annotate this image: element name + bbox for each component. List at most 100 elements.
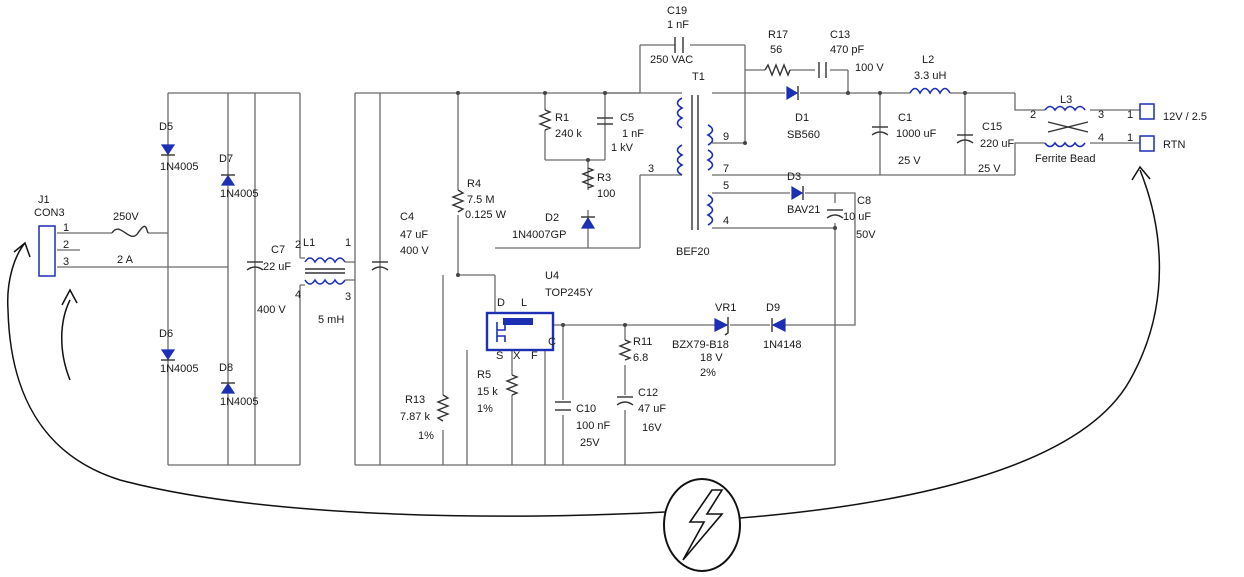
hand-drawn-arrow-left <box>6 242 666 517</box>
c1-capacitor <box>871 126 889 136</box>
j1-pin1: 1 <box>63 222 69 234</box>
c1-rating: 25 V <box>898 155 921 167</box>
u4-pin-f: F <box>531 350 538 362</box>
l3-ferrite-bead <box>1044 105 1089 148</box>
l2-value: 3.3 uH <box>914 70 946 82</box>
arrow-head-right <box>1131 165 1151 181</box>
c10-label: C10 <box>576 403 596 415</box>
c10-rating: 25V <box>580 437 600 449</box>
l1-choke <box>300 257 355 286</box>
r17-label: R17 <box>768 29 788 41</box>
j1-value: CON3 <box>34 207 65 219</box>
c10-capacitor <box>555 401 571 411</box>
f1-fuse <box>111 225 149 237</box>
t1-pin4: 4 <box>723 215 729 227</box>
lightning-bolt-icon <box>663 478 741 572</box>
c7-label: C7 <box>271 244 285 256</box>
u4-pin-d: D <box>497 297 505 309</box>
d9-value: 1N4148 <box>763 339 802 351</box>
j1-label: J1 <box>38 194 50 206</box>
d8-label: D8 <box>219 362 233 374</box>
r1-resistor <box>538 109 552 131</box>
r3-resistor <box>581 167 595 189</box>
r13-resistor <box>436 394 450 422</box>
c5-value: 1 nF <box>622 128 644 140</box>
d7-diode <box>220 174 236 186</box>
c12-rating: 16V <box>642 422 662 434</box>
l1-pin1: 1 <box>345 237 351 249</box>
c12-value: 47 uF <box>638 403 666 415</box>
f1-label: 250V <box>113 211 139 223</box>
c19-value: 1 nF <box>667 19 689 31</box>
j1-pin3: 3 <box>63 256 69 268</box>
r11-value: 6.8 <box>633 352 648 364</box>
junction-dots <box>456 91 967 327</box>
output-rtn-label: RTN <box>1163 139 1185 151</box>
c12-capacitor <box>616 396 634 406</box>
t1-transformer <box>676 95 714 230</box>
d6-value: 1N4005 <box>160 363 199 375</box>
r5-resistor <box>505 374 519 396</box>
l1-pin4: 4 <box>295 289 301 301</box>
u4-topswitch-ic <box>485 311 555 352</box>
c13-value: 470 pF <box>830 44 865 56</box>
c4-label: C4 <box>400 211 414 223</box>
vr1-value: BZX79-B18 <box>672 339 729 351</box>
r13-tolerance: 1% <box>418 430 434 442</box>
f1-rating: 2 A <box>117 254 134 266</box>
r1-label: R1 <box>555 112 569 124</box>
l3-pin2: 2 <box>1030 109 1036 121</box>
d3-value: BAV21 <box>787 204 820 216</box>
d7-label: D7 <box>219 153 233 165</box>
r4-rating: 0.125 W <box>465 209 507 221</box>
d6-diode <box>160 349 176 361</box>
d2-diode <box>580 216 596 229</box>
c8-value: 10 uF <box>843 211 871 223</box>
r4-label: R4 <box>467 178 481 190</box>
r13-label: R13 <box>405 394 425 406</box>
arrow-head-left <box>13 241 31 258</box>
c5-capacitor <box>597 117 613 125</box>
c13-rating: 100 V <box>855 62 884 74</box>
r17-value: 56 <box>770 44 782 56</box>
c15-label: C15 <box>982 121 1002 133</box>
r3-label: R3 <box>597 172 611 184</box>
t1-pin7: 7 <box>723 163 729 175</box>
d2-label: D2 <box>545 212 559 224</box>
l3-pin4: 4 <box>1098 132 1104 144</box>
r4-resistor <box>451 189 465 213</box>
u4-pin-x: X <box>513 350 521 362</box>
u4-pin-c: C <box>548 336 556 348</box>
l2-inductor <box>909 87 951 95</box>
r5-label: R5 <box>477 369 491 381</box>
l3-value: Ferrite Bead <box>1035 153 1096 165</box>
d2-value: 1N4007GP <box>512 229 566 241</box>
d5-diode <box>160 144 176 156</box>
out1-pin: 1 <box>1127 109 1133 121</box>
r11-label: R11 <box>633 336 652 348</box>
d9-diode <box>771 318 786 332</box>
d1-diode <box>786 85 799 101</box>
t1-pin3: 3 <box>648 163 654 175</box>
u4-label: U4 <box>545 270 559 282</box>
c13-label: C13 <box>830 29 850 41</box>
vr1-voltage: 18 V <box>700 352 723 364</box>
c1-label: C1 <box>898 112 912 124</box>
c13-capacitor <box>818 62 827 78</box>
r1-value: 240 k <box>555 128 582 140</box>
c1-value: 1000 uF <box>896 128 937 140</box>
vr1-tolerance: 2% <box>700 367 716 379</box>
vr1-zener <box>714 317 729 336</box>
r3-value: 100 <box>597 188 615 200</box>
r5-value: 15 k <box>477 386 498 398</box>
l1-value: 5 mH <box>318 314 344 326</box>
l3-label: L3 <box>1060 94 1072 106</box>
j1-pin2: 2 <box>63 239 69 251</box>
c12-label: C12 <box>638 387 658 399</box>
d5-value: 1N4005 <box>160 161 199 173</box>
c15-rating: 25 V <box>978 163 1001 175</box>
c19-capacitor <box>674 37 684 53</box>
l2-label: L2 <box>922 54 934 66</box>
r5-tolerance: 1% <box>477 403 493 415</box>
